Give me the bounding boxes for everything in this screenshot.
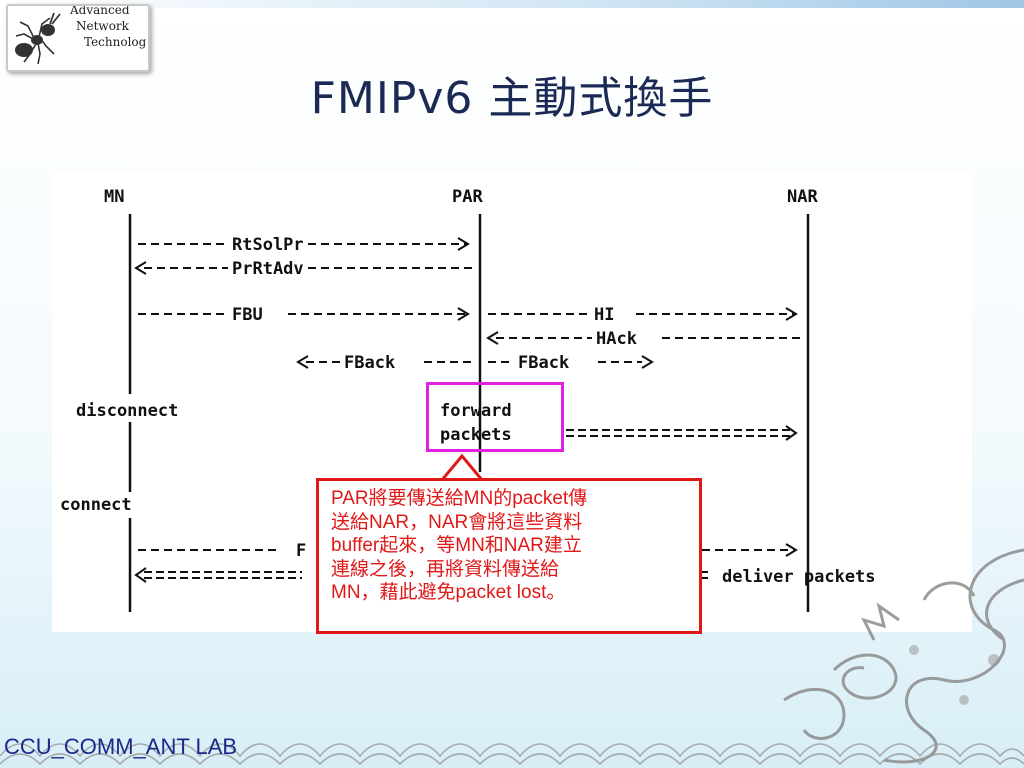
lab-logo: Advanced Network Technolog (6, 4, 150, 72)
label-hi: HI (594, 305, 614, 325)
callout-line-5: MN，藉此避免packet lost。 (331, 582, 566, 603)
callout-line-4: 連線之後，再將資料傳送給 (331, 558, 560, 580)
arrowhead-fbu (457, 307, 470, 321)
footer-lab-name: CCU_COMM_ANT LAB (4, 734, 238, 759)
arrowhead-hack (486, 331, 499, 345)
label-forward: forward (440, 401, 512, 421)
sequence-diagram-svg: MN PAR NAR (60, 187, 876, 612)
top-stripe (0, 0, 1024, 8)
ant-logo-icon (15, 12, 61, 65)
label-f-partial: F (296, 541, 306, 561)
arrowhead-prrtadv (134, 261, 147, 275)
arrowhead-forward-packets (785, 425, 798, 441)
arrowhead-rtsolpr (457, 237, 470, 251)
arrowhead-hi (785, 307, 798, 321)
label-fbu: FBU (232, 305, 263, 325)
arrowhead-deliver (134, 567, 147, 583)
lifelines (128, 214, 810, 612)
logo-line-1: Advanced (70, 4, 130, 17)
node-mn: MN (104, 187, 124, 207)
label-packets: packets (440, 425, 512, 445)
callout-line-1: PAR將要傳送給MN的packet傳 (331, 488, 588, 509)
wave-pattern-decoration (0, 743, 1024, 766)
node-par: PAR (452, 187, 483, 207)
callout-line-2: 送給NAR，NAR會將這些資料 (331, 511, 583, 533)
label-deliver-packets: deliver packets (722, 567, 876, 587)
label-rtsolpr: RtSolPr (232, 235, 304, 255)
logo-line-3: Technolog (84, 35, 147, 49)
label-fback-left: FBack (344, 353, 395, 373)
forward-packets-highlight (426, 382, 564, 452)
state-connect: connect (60, 495, 132, 515)
arrowhead-fback-right (641, 355, 654, 369)
logo-line-2: Network (76, 19, 129, 33)
callout-line-3: buffer起來，等MN和NAR建立 (331, 535, 582, 556)
logo-text: Advanced Network Technolog (70, 6, 146, 50)
node-nar: NAR (787, 187, 818, 207)
message-arrows (134, 237, 802, 583)
label-prrtadv: PrRtAdv (232, 259, 304, 279)
callout-note: PAR將要傳送給MN的packet傳 送給NAR，NAR會將這些資料 buffe… (316, 478, 702, 634)
arrowhead-fback-left (296, 355, 309, 369)
slide-title: FMIPv6 主動式換手 (310, 73, 714, 124)
callout-pointer (440, 453, 484, 480)
label-hack: HAck (596, 329, 637, 349)
label-fback-right: FBack (518, 353, 569, 373)
arrowhead-fna (785, 543, 798, 557)
state-disconnect: disconnect (76, 401, 178, 421)
